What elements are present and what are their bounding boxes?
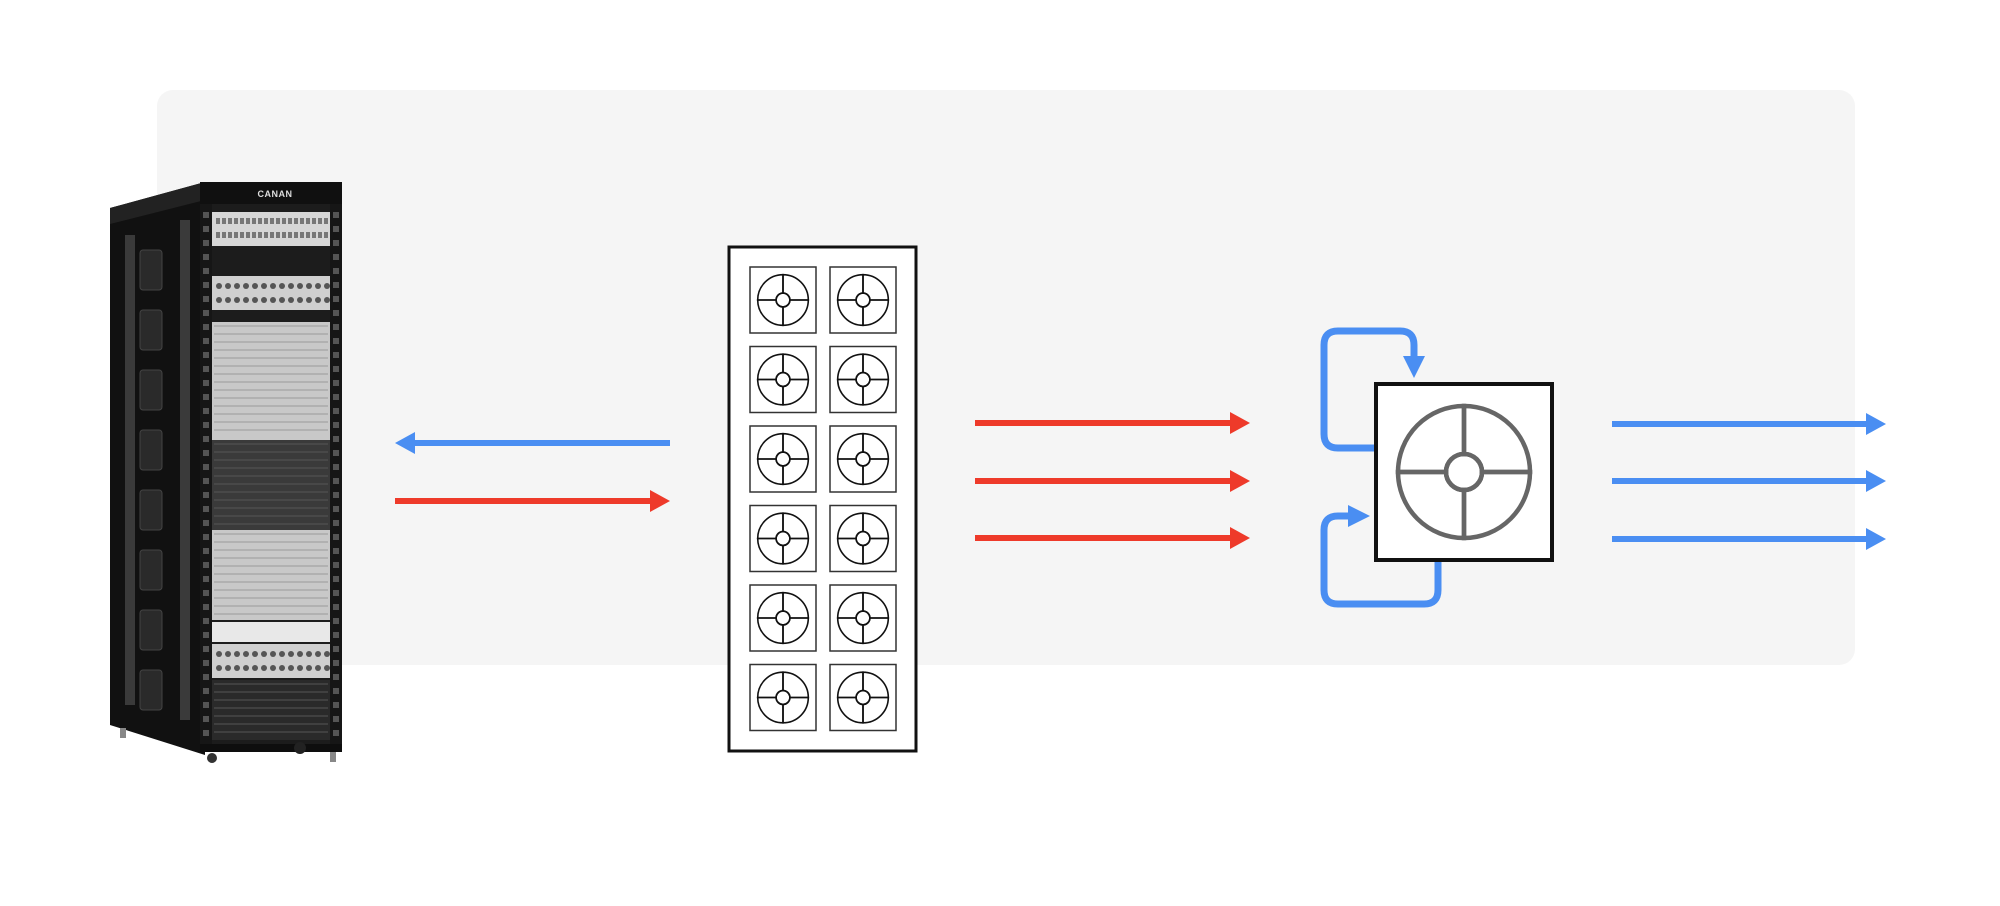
recirculation-arrow-bottom (1320, 512, 1442, 608)
cold-air-return-arrowhead (395, 432, 415, 454)
server-rack-icon: CANAN (110, 182, 342, 763)
rack-brand-label: CANAN (258, 189, 293, 199)
background-panel (157, 90, 1855, 665)
fan-array (727, 245, 918, 753)
rack-airflow-arrows (395, 432, 670, 512)
hot-air-exhaust-arrowhead (650, 490, 670, 512)
exhaust-fan (1374, 382, 1554, 562)
fan-icon (749, 663, 817, 732)
fan-icon (749, 504, 817, 573)
fan-icon (749, 584, 817, 652)
fan-icon (829, 663, 897, 732)
hot-air-arrows (975, 412, 1250, 549)
fan-icon (749, 425, 817, 493)
fan-icon (749, 266, 817, 334)
fan-icon (829, 425, 897, 493)
fan-icon (829, 266, 897, 334)
fan-icon (749, 345, 817, 414)
fan-icon (829, 345, 897, 414)
recirculation-arrow-top (1320, 327, 1418, 452)
recirculation-arrows (1320, 327, 1442, 608)
fan-icon (829, 504, 897, 573)
cold-air-arrows (1612, 413, 1886, 550)
fan-icon (829, 584, 897, 652)
